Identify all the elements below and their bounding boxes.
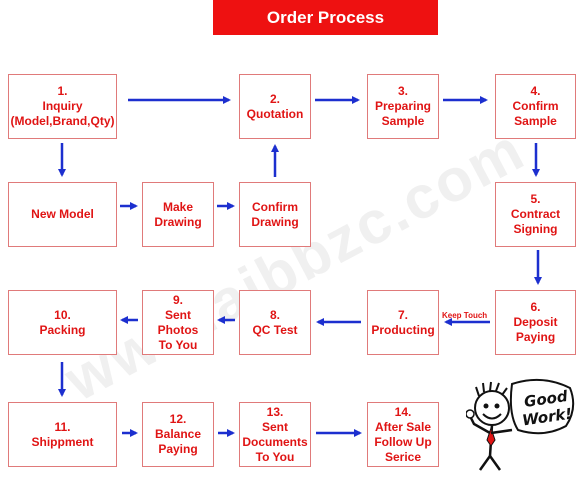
make-drawing: Make Drawing [142, 182, 214, 247]
step-9-sent-photos: 9. Sent Photos To You [142, 290, 214, 355]
step-7-producting: 7. Producting [367, 290, 439, 355]
step-13-sent-documents: 13. Sent Documents To You [239, 402, 311, 467]
diagram-title: Order Process [213, 0, 438, 35]
step-12-balance-paying: 12. Balance Paying [142, 402, 214, 467]
step-2-quotation: 2. Quotation [239, 74, 311, 139]
keep-touch-note: Keep Touch [442, 311, 488, 320]
confirm-drawing: Confirm Drawing [239, 182, 311, 247]
smiley-figure-icon [465, 378, 575, 471]
step-1-inquiry: 1. Inquiry (Model,Brand,Qty) [8, 74, 117, 139]
new-model: New Model [8, 182, 117, 247]
good-work-badge: Good Work! [465, 378, 576, 472]
step-5-contract-signing: 5. Contract Signing [495, 182, 576, 247]
step-10-packing: 10. Packing [8, 290, 117, 355]
step-11-shippment: 11. Shippment [8, 402, 117, 467]
step-8-qc-test: 8. QC Test [239, 290, 311, 355]
step-3-preparing-sample: 3. Preparing Sample [367, 74, 439, 139]
step-14-after-sale: 14. After Sale Follow Up Serice [367, 402, 439, 467]
